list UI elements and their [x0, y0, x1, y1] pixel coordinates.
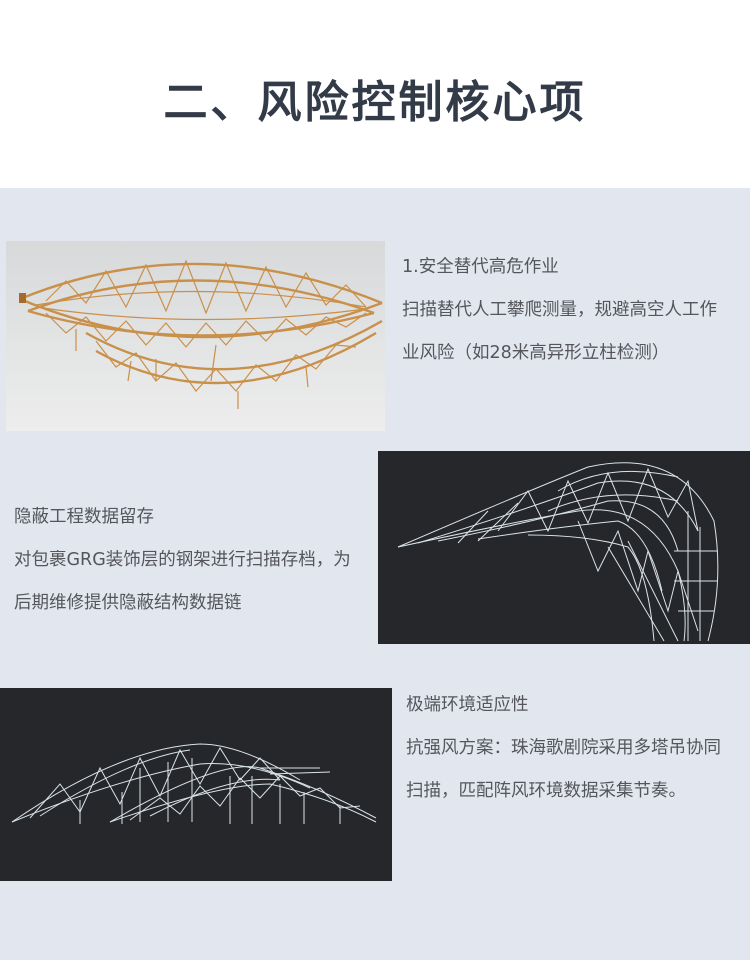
section-body: 对包裹GRG装饰层的钢架进行扫描存档，为后期维修提供隐蔽结构数据链 — [14, 550, 351, 613]
section-heading: 1.安全替代高危作业 — [402, 257, 559, 277]
steel-truss-drawing — [6, 241, 385, 431]
section-extreme-environment: 极端环境适应性 抗强风方案：珠海歌剧院采用多塔吊协同扫描，匹配阵风环境数据采集节… — [406, 684, 736, 813]
section-safety: 1.安全替代高危作业 扫描替代人工攀爬测量，规避高空人工作业风险（如28米高异形… — [402, 246, 732, 375]
steel-truss-model-image — [6, 241, 385, 431]
shell-wireframe-scan-image — [378, 451, 750, 644]
section-body: 扫描替代人工攀爬测量，规避高空人工作业风险（如28米高异形立柱检测） — [402, 300, 717, 363]
page-title: 二、风险控制核心项 — [163, 77, 587, 128]
canopy-wireframe-drawing — [0, 688, 392, 881]
section-heading: 极端环境适应性 — [406, 695, 529, 715]
section-heading: 隐蔽工程数据留存 — [14, 507, 154, 527]
section-body: 抗强风方案：珠海歌剧院采用多塔吊协同扫描，匹配阵风环境数据采集节奏。 — [406, 738, 721, 801]
header-banner: 二、风险控制核心项 — [0, 0, 750, 188]
section-hidden-works: 隐蔽工程数据留存 对包裹GRG装饰层的钢架进行扫描存档，为后期维修提供隐蔽结构数… — [14, 496, 364, 625]
shell-wireframe-drawing — [378, 451, 750, 644]
canopy-wireframe-scan-image — [0, 688, 392, 881]
